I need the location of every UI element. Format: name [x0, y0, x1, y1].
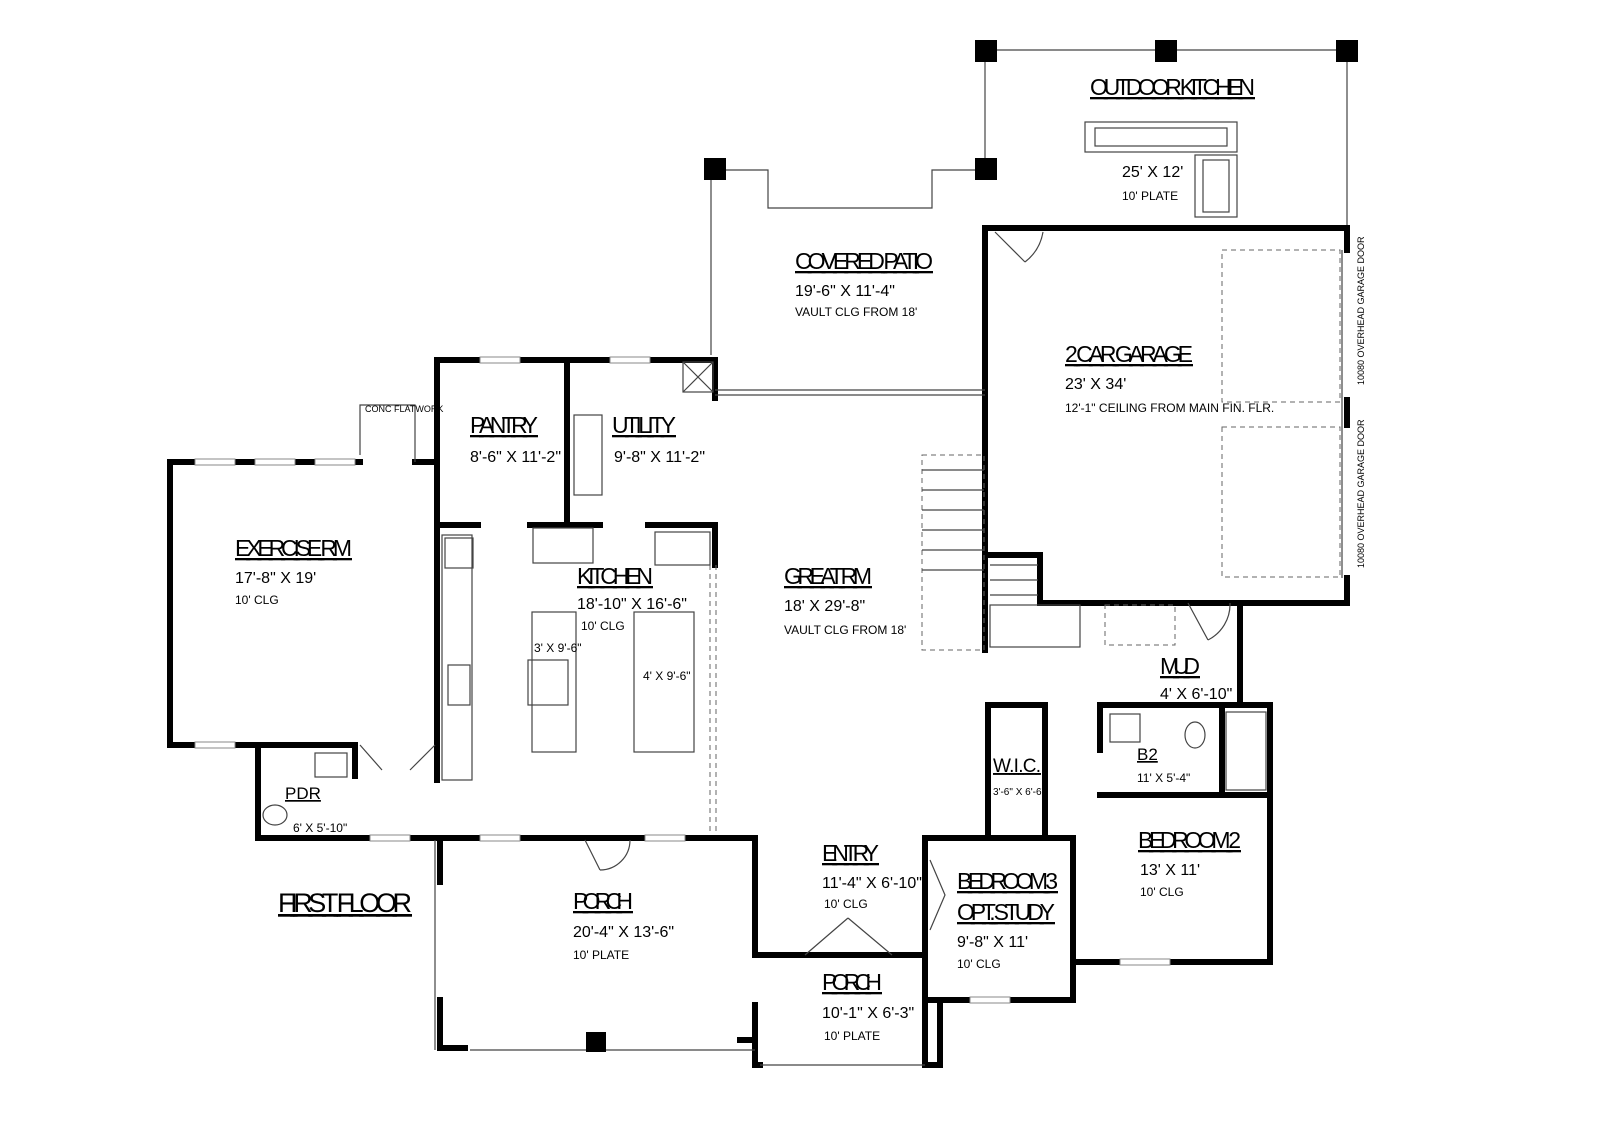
label-outdoor-kitchen: OUTDOOR KITCHEN 25' X 12' 10' PLATE: [1090, 74, 1255, 203]
room-dimensions: 23' X 34': [1065, 376, 1126, 393]
stairs: [921, 454, 1176, 651]
label-great-rm: GREAT RM 18' X 29'-8" VAULT CLG FROM 18': [784, 563, 906, 637]
room-dimensions: 4' X 6'-10": [1160, 686, 1232, 703]
room-name: W.I.C.: [993, 756, 1041, 777]
column: [975, 158, 997, 180]
garage-door-label: 10080 OVERHEAD GARAGE DOOR: [1356, 419, 1366, 568]
room-note: 10' PLATE: [573, 948, 629, 962]
room-dimensions: 11' X 5'-4": [1137, 771, 1190, 785]
outdoor-kitchen-area: [975, 40, 1358, 228]
island-dimensions: 3' X 9'-6": [534, 641, 582, 655]
toilet-icon: [1184, 721, 1206, 749]
conc-flatwork-label: CONC FLATWORK: [365, 404, 443, 414]
label-porch-main: PORCH 20'-4" X 13'-6" 10' PLATE: [573, 888, 674, 962]
room-dimensions: 9'-8" X 11': [957, 934, 1028, 951]
main-walls: [167, 357, 1273, 1068]
room-note: 10' CLG: [957, 957, 1001, 971]
garage-walls: [982, 225, 1350, 653]
room-note: 10' PLATE: [824, 1029, 880, 1043]
label-entry: ENTRY 11'-4" X 6'-10" 10' CLG: [822, 840, 922, 911]
room-name: 2 CAR GARAGE: [1065, 341, 1193, 367]
sink-icon: [1109, 713, 1141, 743]
room-note: 10' CLG: [824, 897, 868, 911]
label-b2: B2 11' X 5'-4": [1137, 745, 1190, 785]
room-dimensions: 6' X 5'-10": [293, 821, 347, 835]
label-covered-patio: COVERED PATIO 19'-6" X 11'-4" VAULT CLG …: [795, 248, 933, 319]
label-bedroom-3: BEDROOM 3 OPT. STUDY 9'-8" X 11' 10' CLG: [957, 868, 1058, 971]
room-note: 12'-1" CEILING FROM MAIN FIN. FLR.: [1065, 401, 1274, 415]
room-note: 10' CLG: [1140, 885, 1184, 899]
room-dimensions: 19'-6" X 11'-4": [795, 283, 895, 300]
island-dimensions: 4' X 9'-6": [643, 669, 691, 683]
windows: [194, 356, 1171, 1004]
room-dimensions: 20'-4" X 13'-6": [573, 924, 674, 941]
label-wic: W.I.C. 3'-6" X 6'-6": [993, 756, 1046, 798]
column: [1336, 40, 1358, 62]
room-name: MUD: [1160, 653, 1200, 679]
label-mud: MUD 4' X 6'-10": [1160, 653, 1232, 703]
room-name: PANTRY: [470, 412, 538, 438]
room-dimensions: 10'-1" X 6'-3": [822, 1005, 914, 1022]
label-bedroom-2: BEDROOM 2 13' X 11' 10' CLG: [1138, 827, 1241, 899]
room-name: OUTDOOR KITCHEN: [1090, 74, 1255, 100]
room-name: B2: [1137, 745, 1158, 764]
room-name: ENTRY: [822, 840, 879, 866]
room-dimensions: 18'-10" X 16'-6": [577, 596, 687, 613]
garage-door-label: 10080 OVERHEAD GARAGE DOOR: [1356, 236, 1366, 385]
room-name: PDR: [285, 784, 321, 803]
label-porch-entry: PORCH 10'-1" X 6'-3" 10' PLATE: [822, 969, 914, 1043]
room-dimensions: 17'-8" X 19': [235, 570, 316, 587]
toilet-icon: [262, 804, 288, 826]
room-name-alt: OPT. STUDY: [957, 899, 1055, 925]
room-dimensions: 3'-6" X 6'-6": [993, 787, 1046, 798]
room-note: 10' PLATE: [1122, 189, 1178, 203]
room-name: COVERED PATIO: [795, 248, 933, 274]
room-dimensions: 11'-4" X 6'-10": [822, 875, 922, 892]
label-pdr: PDR 6' X 5'-10": [285, 784, 347, 835]
room-note: VAULT CLG FROM 18': [795, 305, 917, 319]
room-dimensions: 18' X 29'-8": [784, 598, 865, 615]
room-name: BEDROOM 2: [1138, 827, 1241, 853]
room-name: PORCH: [573, 888, 633, 914]
column: [586, 1032, 606, 1052]
room-name: BEDROOM 3: [957, 868, 1058, 894]
room-note: 10' CLG: [581, 619, 625, 633]
covered-patio-area: [704, 158, 997, 355]
label-kitchen: KITCHEN 18'-10" X 16'-6" 10' CLG 3' X 9'…: [534, 563, 691, 683]
sink-icon: [314, 752, 348, 778]
label-pantry: PANTRY 8'-6" X 11'-2": [470, 412, 561, 466]
room-note: VAULT CLG FROM 18': [784, 623, 906, 637]
room-name: KITCHEN: [577, 563, 653, 589]
label-exercise-rm: EXERCISE RM 17'-8" X 19' 10' CLG: [235, 535, 352, 607]
room-name: EXERCISE RM: [235, 535, 352, 561]
column: [1155, 40, 1177, 62]
floor-title: FIRST FLOOR: [278, 888, 412, 918]
room-name: PORCH: [822, 969, 882, 995]
room-dimensions: 25' X 12': [1122, 164, 1183, 181]
label-utility: UTILITY 9'-8" X 11'-2": [612, 412, 705, 466]
room-dimensions: 8'-6" X 11'-2": [470, 449, 561, 466]
column: [975, 40, 997, 62]
room-dimensions: 9'-8" X 11'-2": [614, 449, 705, 466]
room-name: UTILITY: [612, 412, 676, 438]
label-garage: 2 CAR GARAGE 23' X 34' 12'-1" CEILING FR…: [1065, 236, 1366, 568]
column: [704, 158, 726, 180]
room-note: 10' CLG: [235, 593, 279, 607]
room-name: GREAT RM: [784, 563, 872, 589]
shower-icon: [1225, 711, 1267, 791]
kitchen-fixtures: [262, 414, 1267, 826]
room-dimensions: 13' X 11': [1140, 862, 1200, 879]
